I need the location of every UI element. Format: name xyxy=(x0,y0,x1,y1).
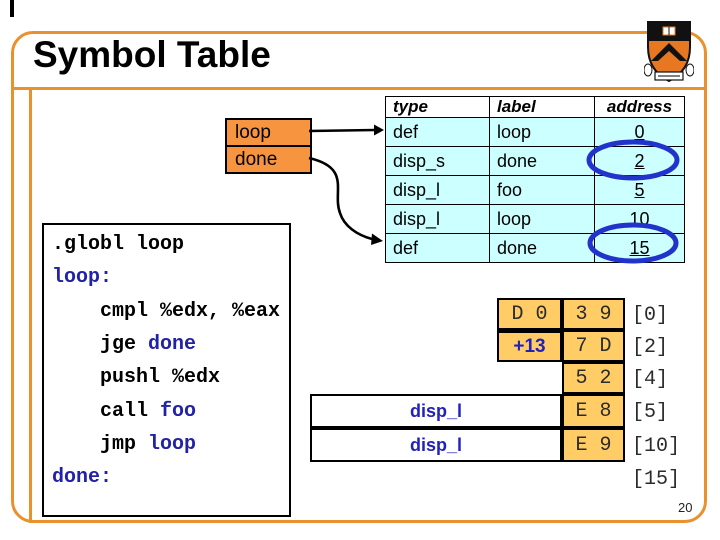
slide-border xyxy=(11,31,707,523)
cell-label: done xyxy=(489,146,595,176)
address-value: 0 xyxy=(634,121,645,142)
patched-displacement-cell: +13 xyxy=(497,330,562,362)
cell-type: disp_l xyxy=(385,204,490,234)
cell-type: def xyxy=(385,117,490,147)
cell-address: 5 xyxy=(594,175,685,205)
code-line: cmpl %edx, %eax xyxy=(100,300,280,323)
byte-cell: 5 2 xyxy=(562,362,625,394)
address-value: 5 xyxy=(634,179,645,200)
byte-address-label: [0] xyxy=(632,304,669,327)
cell-label: foo xyxy=(489,175,595,205)
cell-address: 0 xyxy=(594,117,685,147)
cell-type: disp_l xyxy=(385,175,490,205)
symbol-name-done: done xyxy=(227,145,310,172)
byte-address-label: [5] xyxy=(632,401,669,424)
cell-label: loop xyxy=(489,204,595,234)
byte-cell: E 8 xyxy=(562,394,625,428)
code-token: jmp xyxy=(100,433,149,456)
symbol-table: type label address def loop 0 disp_s don… xyxy=(385,96,685,263)
princeton-shield-icon xyxy=(644,21,694,83)
code-token: foo xyxy=(160,400,197,423)
symbol-name-loop: loop xyxy=(235,122,271,143)
code-token: loop xyxy=(148,433,197,456)
code-token: loop: xyxy=(52,266,113,289)
header-label: label xyxy=(489,96,595,118)
cell-address: 10 xyxy=(594,204,685,234)
table-row: disp_l foo 5 xyxy=(385,175,685,205)
code-token: pushl %edx xyxy=(100,366,221,389)
table-row: def done 15 xyxy=(385,233,685,263)
code-token: .globl loop xyxy=(52,233,185,256)
cell-label: loop xyxy=(489,117,595,147)
code-line: call foo xyxy=(100,400,196,423)
byte-address-label: [4] xyxy=(632,368,669,391)
code-token: done xyxy=(148,333,197,356)
title-divider xyxy=(11,87,707,90)
code-token: cmpl %edx, %eax xyxy=(100,300,281,323)
page-number: 20 xyxy=(678,500,693,515)
code-line: jge done xyxy=(100,333,196,356)
symbol-table-header-row: type label address xyxy=(385,96,685,118)
code-line: jmp loop xyxy=(100,433,196,456)
cell-type: def xyxy=(385,233,490,263)
left-divider xyxy=(29,87,32,523)
cell-address: 15 xyxy=(594,233,685,263)
table-row: disp_l loop 10 xyxy=(385,204,685,234)
corner-mark xyxy=(10,0,14,17)
code-line: loop: xyxy=(52,266,112,289)
table-row: def loop 0 xyxy=(385,117,685,147)
disp-reference-box: disp_l xyxy=(310,394,562,428)
byte-address-label: [15] xyxy=(632,468,681,491)
code-token: done: xyxy=(52,466,113,489)
code-line: .globl loop xyxy=(52,233,184,256)
disp-reference-box: disp_l xyxy=(310,428,562,462)
table-row: disp_s done 2 xyxy=(385,146,685,176)
address-value: 10 xyxy=(629,208,650,229)
address-value: 15 xyxy=(629,237,650,258)
cell-address: 2 xyxy=(594,146,685,176)
byte-cell: 3 9 xyxy=(562,298,625,330)
byte-address-label: [2] xyxy=(632,336,669,359)
cell-type: disp_s xyxy=(385,146,490,176)
assembly-code-box: .globl loop loop: cmpl %edx, %eax jge do… xyxy=(42,223,291,517)
symbol-name-box: loop done xyxy=(225,118,312,174)
header-type: type xyxy=(385,96,490,118)
byte-cell: 7 D xyxy=(562,330,625,362)
header-address: address xyxy=(594,96,685,118)
byte-cell: E 9 xyxy=(562,428,625,462)
address-value: 2 xyxy=(634,150,645,171)
code-token: jge xyxy=(100,333,149,356)
code-line: pushl %edx xyxy=(100,366,220,389)
byte-address-label: [10] xyxy=(632,435,681,458)
code-token: call xyxy=(100,400,161,423)
code-line: done: xyxy=(52,466,112,489)
page-title: Symbol Table xyxy=(33,34,271,75)
cell-label: done xyxy=(489,233,595,263)
byte-cell: D 0 xyxy=(497,298,562,330)
